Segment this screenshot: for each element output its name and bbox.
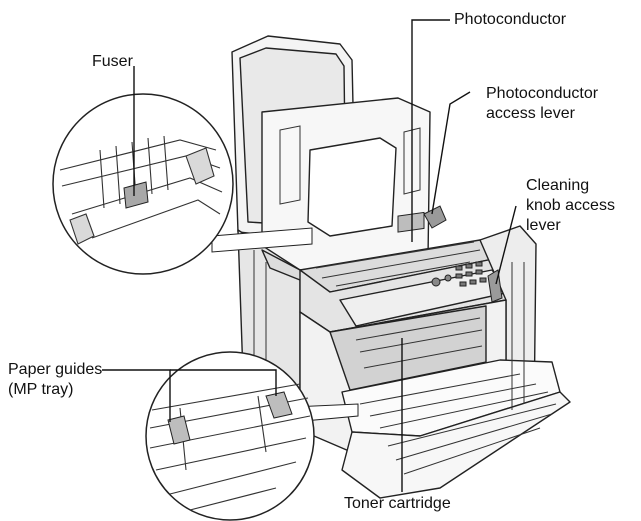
label-toner-cartridge: Toner cartridge (344, 495, 451, 512)
printer-detail-lines (253, 125, 557, 475)
label-cleaning-line1: Cleaning (526, 177, 590, 194)
control-panel (397, 211, 487, 287)
label-paper-guides-line2: (MP tray) (8, 381, 74, 398)
callout-lines (102, 19, 517, 492)
label-photoconductor-lever-line2: access lever (486, 105, 575, 122)
paper-guides-inset (145, 351, 359, 521)
label-photoconductor-lever-line1: Photoconductor (486, 85, 599, 102)
label-fuser: Fuser (92, 53, 133, 70)
label-cleaning-line3: lever (526, 217, 561, 234)
label-paper-guides-line1: Paper guides (8, 361, 103, 378)
levers (423, 205, 503, 303)
label-photoconductor: Photoconductor (454, 11, 567, 28)
label-cleaning-line2: knob access (526, 197, 615, 214)
fuser-inset (52, 93, 313, 275)
